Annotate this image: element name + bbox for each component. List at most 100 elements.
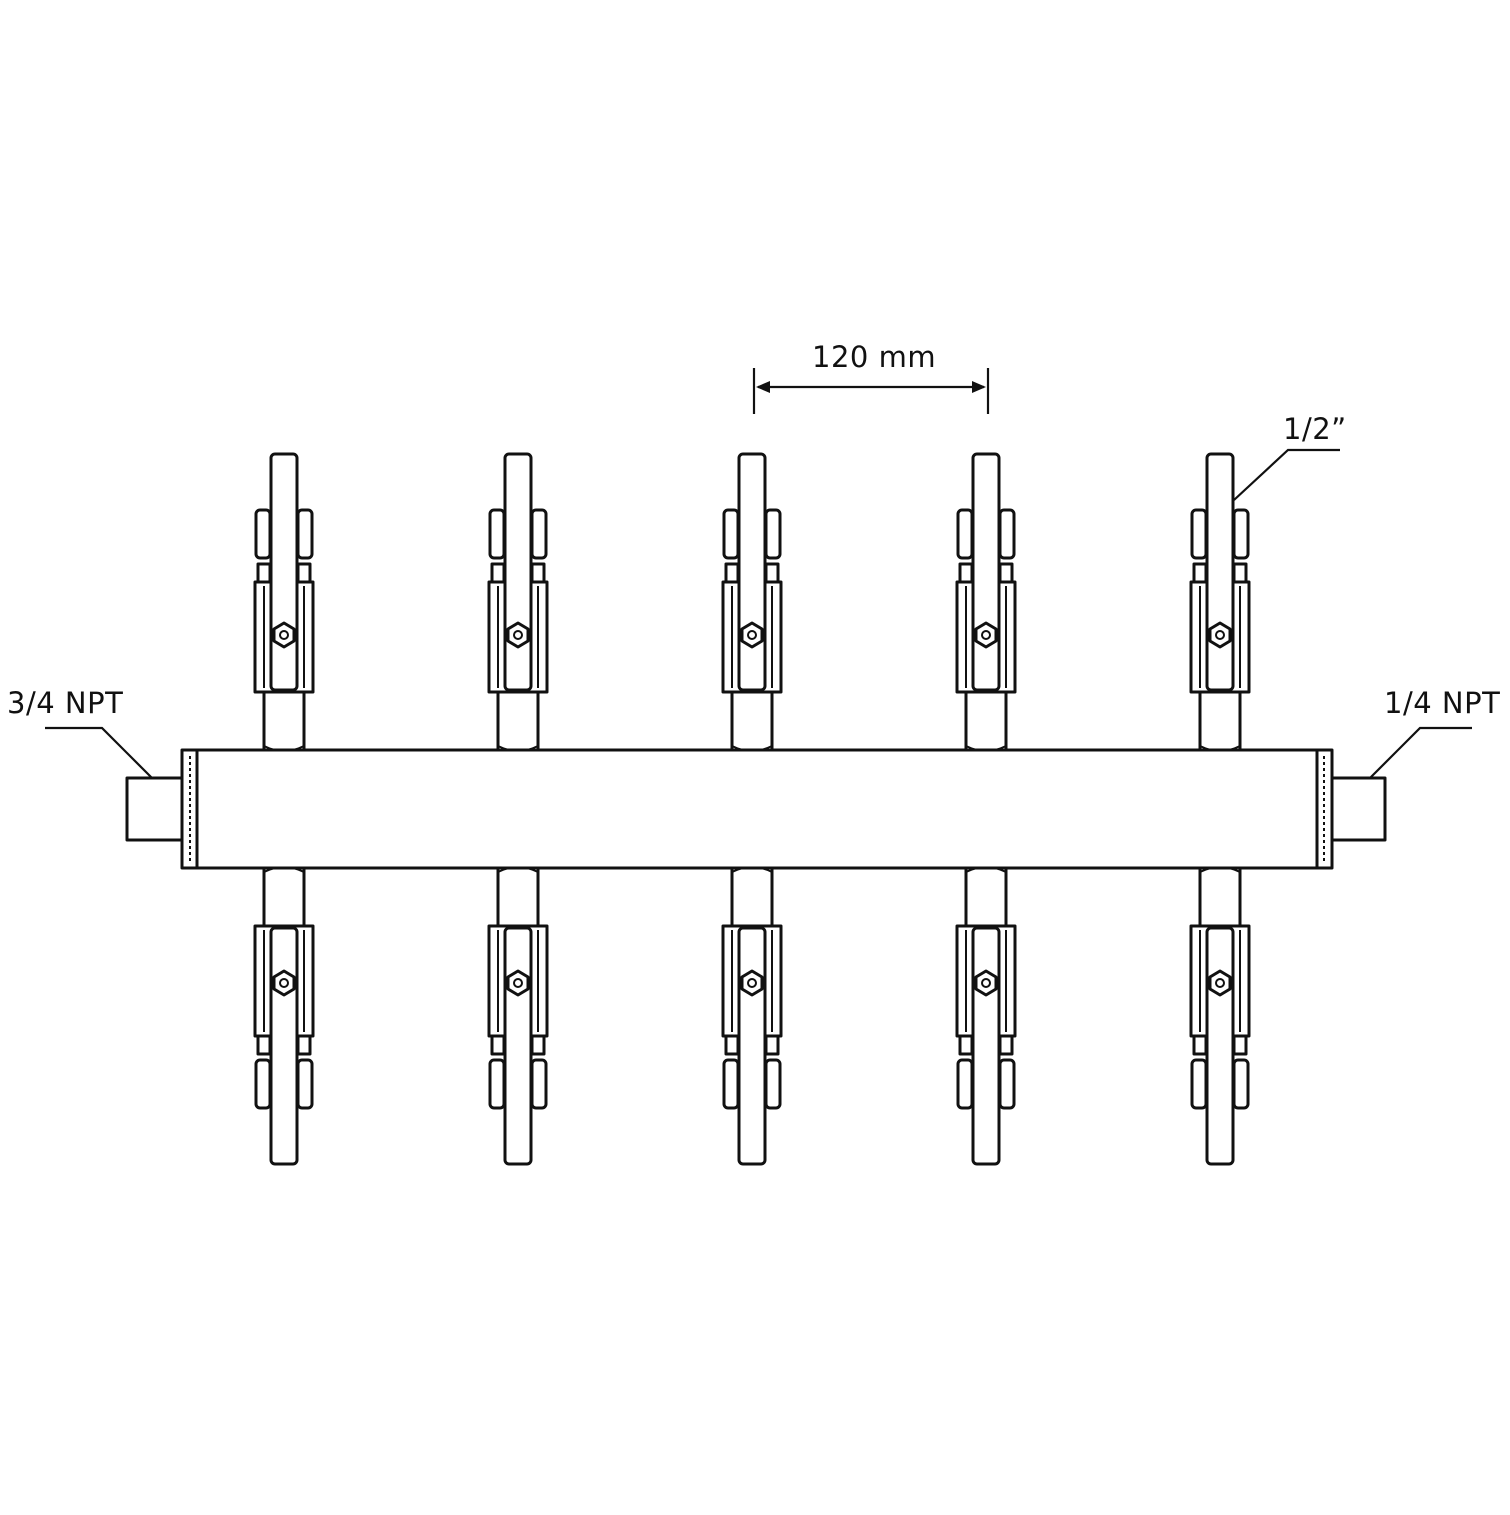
screw-center xyxy=(747,978,757,988)
fitting-block xyxy=(1190,508,1208,560)
outlet-label: 1/4 NPT xyxy=(1384,686,1501,720)
outlet-leader xyxy=(1369,726,1472,779)
valve-top-1 xyxy=(253,452,315,752)
valve-bottom-5 xyxy=(1189,866,1251,1166)
fitting-block xyxy=(254,508,272,560)
hex-nut xyxy=(1232,1034,1248,1056)
fitting-block xyxy=(488,1058,506,1110)
screw-center xyxy=(981,630,991,640)
fitting-block xyxy=(956,1058,974,1110)
valve-handle xyxy=(1205,926,1235,1166)
hex-nut xyxy=(724,562,740,584)
fitting-block xyxy=(998,508,1016,560)
branch-leader xyxy=(1233,448,1340,501)
valve-bottom-2 xyxy=(487,866,549,1166)
right-end-cap xyxy=(1315,748,1334,870)
fitting-block xyxy=(764,1058,782,1110)
hex-nut xyxy=(1192,1034,1208,1056)
spacing-label: 120 mm xyxy=(812,340,937,374)
fitting-block xyxy=(1232,1058,1250,1110)
fitting-block xyxy=(488,508,506,560)
handle-screw xyxy=(974,621,998,649)
handle-screw xyxy=(506,969,530,997)
hex-nut xyxy=(764,1034,780,1056)
fitting-block xyxy=(1190,1058,1208,1110)
valve-stem xyxy=(496,866,540,930)
valve-handle xyxy=(737,452,767,692)
handle-screw xyxy=(272,621,296,649)
valve-stem xyxy=(964,688,1008,752)
hex-nut xyxy=(998,562,1014,584)
screw-center xyxy=(513,630,523,640)
valve-top-5 xyxy=(1189,452,1251,752)
dimension-left-arrow xyxy=(756,381,770,393)
valve-bottom-4 xyxy=(955,866,1017,1166)
handle-screw xyxy=(272,969,296,997)
handle-screw xyxy=(740,969,764,997)
hex-nut xyxy=(1192,562,1208,584)
valve-handle xyxy=(971,452,1001,692)
hex-nut xyxy=(256,1034,272,1056)
branch-size-label: 1/2” xyxy=(1283,412,1347,446)
hex-nut xyxy=(490,1034,506,1056)
fitting-block xyxy=(722,508,740,560)
hex-nut xyxy=(530,562,546,584)
handle-screw xyxy=(974,969,998,997)
valve-bottom-3 xyxy=(721,866,783,1166)
valve-stem xyxy=(730,688,774,752)
valve-stem xyxy=(1198,866,1242,930)
handle-screw xyxy=(1208,969,1232,997)
fitting-block xyxy=(530,1058,548,1110)
hex-nut xyxy=(958,1034,974,1056)
fitting-block xyxy=(998,1058,1016,1110)
valve-stem xyxy=(1198,688,1242,752)
fitting-block xyxy=(956,508,974,560)
hex-nut xyxy=(296,1034,312,1056)
inlet-fitting xyxy=(125,776,184,842)
hex-nut xyxy=(724,1034,740,1056)
hex-nut xyxy=(1232,562,1248,584)
screw-center xyxy=(513,978,523,988)
hex-nut xyxy=(764,562,780,584)
screw-center xyxy=(279,978,289,988)
valve-stem xyxy=(964,866,1008,930)
screw-center xyxy=(747,630,757,640)
screw-center xyxy=(981,978,991,988)
hex-nut xyxy=(998,1034,1014,1056)
valve-stem xyxy=(262,688,306,752)
handle-screw xyxy=(740,621,764,649)
left-end-cap xyxy=(180,748,199,870)
manifold-header xyxy=(125,748,1387,870)
valve-handle xyxy=(1205,452,1235,692)
handle-screw xyxy=(1208,621,1232,649)
valve-stem xyxy=(262,866,306,930)
valve-top-4 xyxy=(955,452,1017,752)
hex-nut xyxy=(296,562,312,584)
fitting-block xyxy=(1232,508,1250,560)
hex-nut xyxy=(490,562,506,584)
fitting-block xyxy=(530,508,548,560)
valve-handle xyxy=(503,452,533,692)
inlet-leader xyxy=(45,726,153,779)
spacing-dimension xyxy=(752,368,990,414)
valve-stem xyxy=(730,866,774,930)
valve-top-3 xyxy=(721,452,783,752)
fitting-block xyxy=(296,508,314,560)
inlet-label: 3/4 NPT xyxy=(7,686,124,720)
fitting-block xyxy=(722,1058,740,1110)
dimension-right-arrow xyxy=(972,381,986,393)
fitting-block xyxy=(254,1058,272,1110)
valve-handle xyxy=(971,926,1001,1166)
valve-top-2 xyxy=(487,452,549,752)
hex-nut xyxy=(256,562,272,584)
screw-center xyxy=(1215,978,1225,988)
handle-screw xyxy=(506,621,530,649)
valve-handle xyxy=(737,926,767,1166)
valve-handle xyxy=(269,452,299,692)
valve-bottom-1 xyxy=(253,866,315,1166)
fitting-block xyxy=(296,1058,314,1110)
outlet-fitting xyxy=(1330,776,1387,842)
valve-handle xyxy=(503,926,533,1166)
header-tube xyxy=(195,748,1319,870)
